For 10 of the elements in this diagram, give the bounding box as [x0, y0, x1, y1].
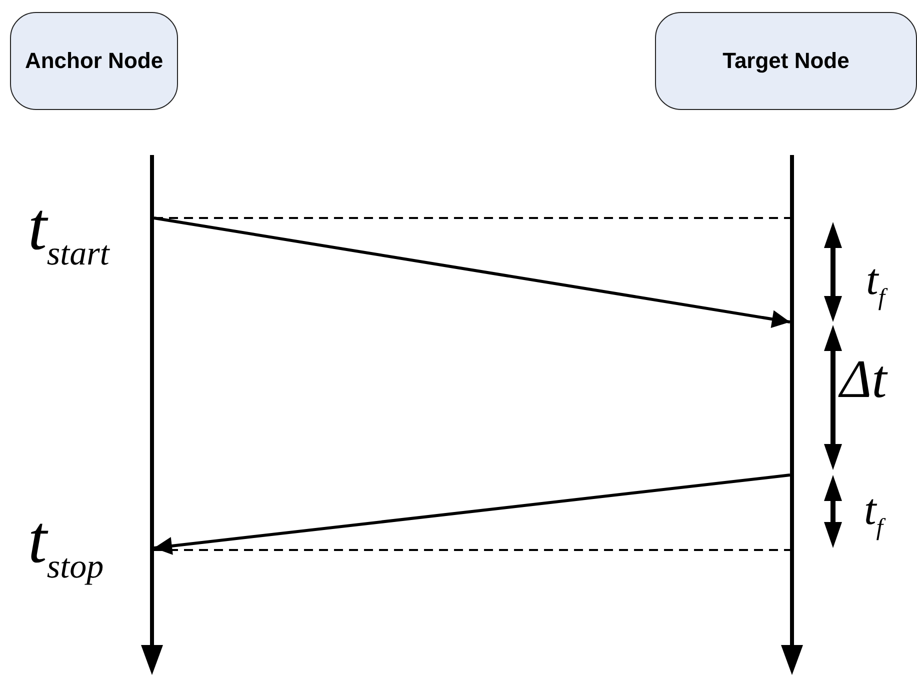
- message-arrow: [154, 474, 790, 555]
- message-arrow: [154, 216, 790, 328]
- participant-label: Target Node: [722, 48, 850, 74]
- participant-box: [655, 12, 917, 110]
- time-label: t$_{start}$: [28, 192, 110, 272]
- dashed-line: [154, 549, 790, 551]
- time-label: Δt: [840, 352, 887, 406]
- participant-label: Anchor Node: [24, 48, 164, 74]
- time-label: t$_{stop}$: [28, 505, 104, 584]
- participant-box: [10, 12, 178, 110]
